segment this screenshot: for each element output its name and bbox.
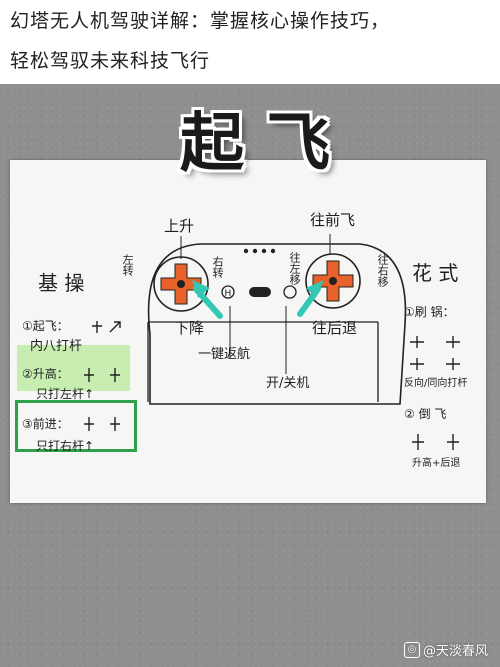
rth-button-h: H: [225, 289, 232, 299]
power-button: [283, 285, 297, 299]
label-right-turn: 右转: [211, 256, 225, 278]
arrow-flip-4: [446, 358, 460, 370]
left-panel-arrows: [84, 321, 121, 431]
watermark-logo-icon: ◎: [403, 641, 420, 658]
label-return-home: 一键返航: [198, 347, 251, 362]
label-move-left: 往左移: [288, 252, 302, 285]
right-panel-heading: 花 式: [412, 261, 459, 285]
arrow-back-2: [447, 434, 459, 450]
left-teal-arrowhead: [192, 280, 210, 298]
trick-item-1: ①刷 锅：: [404, 305, 455, 319]
basic-item-1-note: 内八打杆: [30, 339, 83, 354]
basic-item-2: ②升高：: [22, 367, 69, 381]
indicator-dot-4: [270, 248, 276, 254]
arrow-flip-2: [446, 336, 460, 348]
highlighter-mark: [17, 345, 130, 391]
label-move-right: 往右移: [376, 254, 390, 287]
rth-button: [221, 285, 235, 299]
article-title-line-1: 幻塔无人机驾驶详解：掌握核心操作技巧，: [10, 10, 391, 32]
basic-item-3-note: 只打右杆↑: [36, 439, 95, 453]
left-stick-center: [177, 280, 185, 288]
left-stick-ring: [153, 256, 209, 312]
takeoff-sticker: 起 飞: [180, 107, 331, 181]
label-left-turn: 左转: [121, 254, 135, 276]
right-teal-arrowhead: [306, 280, 324, 298]
indicator-dot-3: [261, 248, 267, 254]
arrow-takeoff-right: [109, 321, 121, 333]
indicator-dot-2: [252, 248, 258, 254]
trick-item-1-note: 反向/同向打杆: [404, 378, 468, 389]
label-forward: 往前飞: [310, 211, 356, 229]
basic-item-1: ①起飞：: [22, 319, 69, 333]
right-panel-arrows: [410, 336, 460, 450]
photo: H 起 飞 上升 往前飞 左转: [0, 84, 500, 667]
arrow-rise-left: [84, 368, 94, 382]
right-stick-center: [329, 277, 337, 285]
label-backward: 往后退: [312, 319, 358, 337]
article-title-line-2: 轻松驾驭未来科技飞行: [10, 50, 211, 72]
remote-sketch: H: [84, 234, 460, 450]
arrow-flip-3: [410, 358, 424, 370]
basic-item-2-note: 只打左杆↑: [36, 387, 95, 401]
basic-item-3: ③前进：: [22, 417, 69, 431]
arrow-fwd-right: [110, 417, 120, 431]
arrow-fwd-left: [84, 417, 94, 431]
left-panel-heading: 基 操: [38, 271, 85, 295]
arrow-back-1: [412, 434, 424, 450]
right-stick-ring: [305, 253, 361, 309]
label-up: 上升: [164, 217, 195, 235]
remote-outline: [147, 243, 407, 405]
green-box: [15, 400, 137, 452]
arrow-flip-1: [410, 336, 424, 348]
center-pill: [249, 287, 271, 297]
arrow-takeoff-left: [92, 321, 102, 333]
watermark: ◎ @天淡春风: [403, 640, 488, 659]
trick-item-2: ② 倒 飞: [404, 407, 447, 421]
article-header: 幻塔无人机驾驶详解：掌握核心操作技巧， 轻松驾驭未来科技飞行: [0, 0, 500, 84]
indicator-dot-1: [243, 248, 249, 254]
watermark-text: @天淡春风: [422, 644, 488, 659]
label-down: 下降: [174, 319, 205, 337]
label-power: 开/关机: [266, 376, 310, 391]
trick-item-2-note: 升高+后退: [412, 458, 461, 469]
paper-sheet: [10, 160, 486, 503]
arrow-rise-right: [110, 368, 120, 382]
